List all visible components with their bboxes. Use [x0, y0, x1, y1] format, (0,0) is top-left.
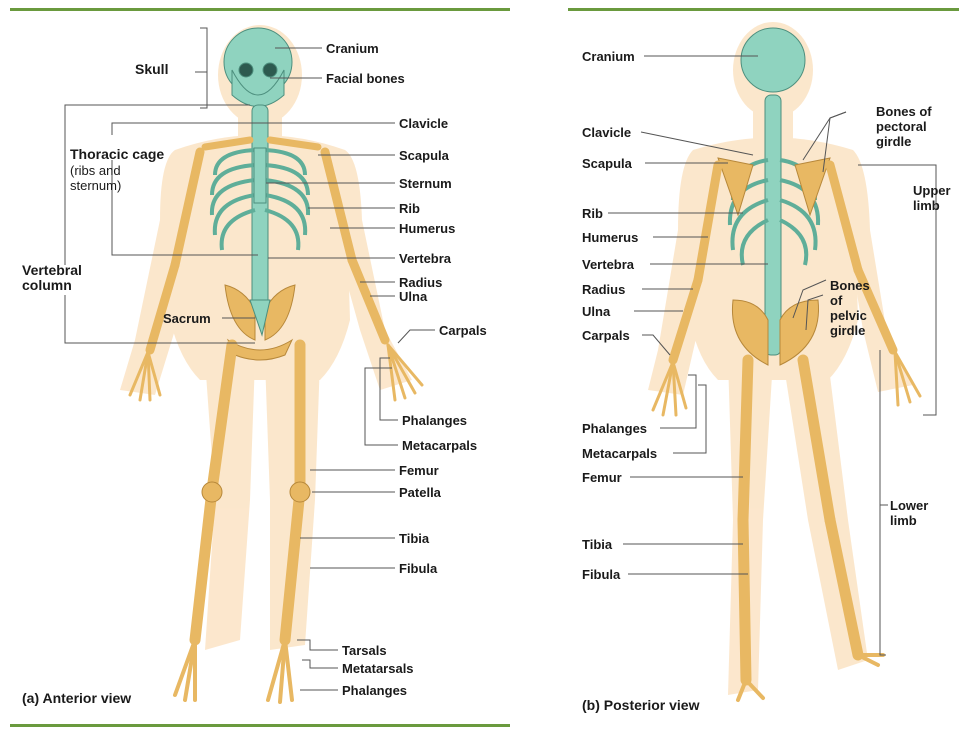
label-ulna: Ulna: [582, 304, 610, 319]
label-humerus: Humerus: [582, 230, 638, 245]
label-clavicle: Clavicle: [399, 116, 448, 131]
label-phalanges-hand: Phalanges: [402, 413, 467, 428]
label-cranium: Cranium: [582, 49, 635, 64]
label-rib: Rib: [582, 206, 603, 221]
label-tibia: Tibia: [582, 537, 612, 552]
skull-bone: [741, 28, 805, 92]
label-upper-limb: Upper limb: [913, 183, 951, 213]
patella-left: [202, 482, 222, 502]
label-skull: Skull: [135, 62, 168, 77]
label-ulna: Ulna: [399, 289, 427, 304]
label-facial-bones: Facial bones: [326, 71, 405, 86]
label-femur: Femur: [399, 463, 439, 478]
label-lower-limb: Lower limb: [890, 498, 928, 528]
posterior-view-panel: Cranium Clavicle Scapula Rib Humerus Ver…: [568, 0, 959, 734]
label-sternum: Sternum: [399, 176, 452, 191]
label-radius: Radius: [582, 282, 625, 297]
label-tarsals: Tarsals: [342, 643, 387, 658]
label-phalanges-foot: Phalanges: [342, 683, 407, 698]
label-sacrum: Sacrum: [163, 311, 211, 326]
skull-bone: [224, 28, 292, 107]
label-thoracic-cage: Thoracic cage: [70, 147, 164, 162]
label-humerus: Humerus: [399, 221, 455, 236]
label-carpals: Carpals: [439, 323, 487, 338]
label-patella: Patella: [399, 485, 441, 500]
label-clavicle: Clavicle: [582, 125, 631, 140]
caption-posterior-view: (b) Posterior view: [582, 697, 699, 713]
label-scapula: Scapula: [399, 148, 449, 163]
label-femur: Femur: [582, 470, 622, 485]
label-vertebral-column: Vertebral column: [22, 263, 82, 293]
label-metacarpals: Metacarpals: [402, 438, 477, 453]
label-fibula: Fibula: [582, 567, 620, 582]
label-carpals: Carpals: [582, 328, 630, 343]
patella-right: [290, 482, 310, 502]
sternum-bone: [254, 148, 266, 203]
label-pectoral-girdle: Bones of pectoral girdle: [876, 104, 932, 149]
label-thoracic-cage-note: (ribs and sternum): [70, 163, 121, 193]
vertebral-column-bones: [765, 95, 781, 355]
anterior-skeleton-figure: [0, 0, 520, 734]
anterior-view-panel: Skull Cranium Facial bones Thoracic cage…: [0, 0, 520, 734]
label-vertebra: Vertebra: [399, 251, 451, 266]
label-tibia: Tibia: [399, 531, 429, 546]
label-phalanges: Phalanges: [582, 421, 647, 436]
label-metacarpals: Metacarpals: [582, 446, 657, 461]
label-metatarsals: Metatarsals: [342, 661, 414, 676]
label-cranium: Cranium: [326, 41, 379, 56]
label-radius: Radius: [399, 275, 442, 290]
label-fibula: Fibula: [399, 561, 437, 576]
label-pelvic-girdle: Bones of pelvic girdle: [830, 278, 870, 338]
label-rib: Rib: [399, 201, 420, 216]
label-vertebra: Vertebra: [582, 257, 634, 272]
caption-anterior-view: (a) Anterior view: [22, 690, 131, 706]
label-scapula: Scapula: [582, 156, 632, 171]
